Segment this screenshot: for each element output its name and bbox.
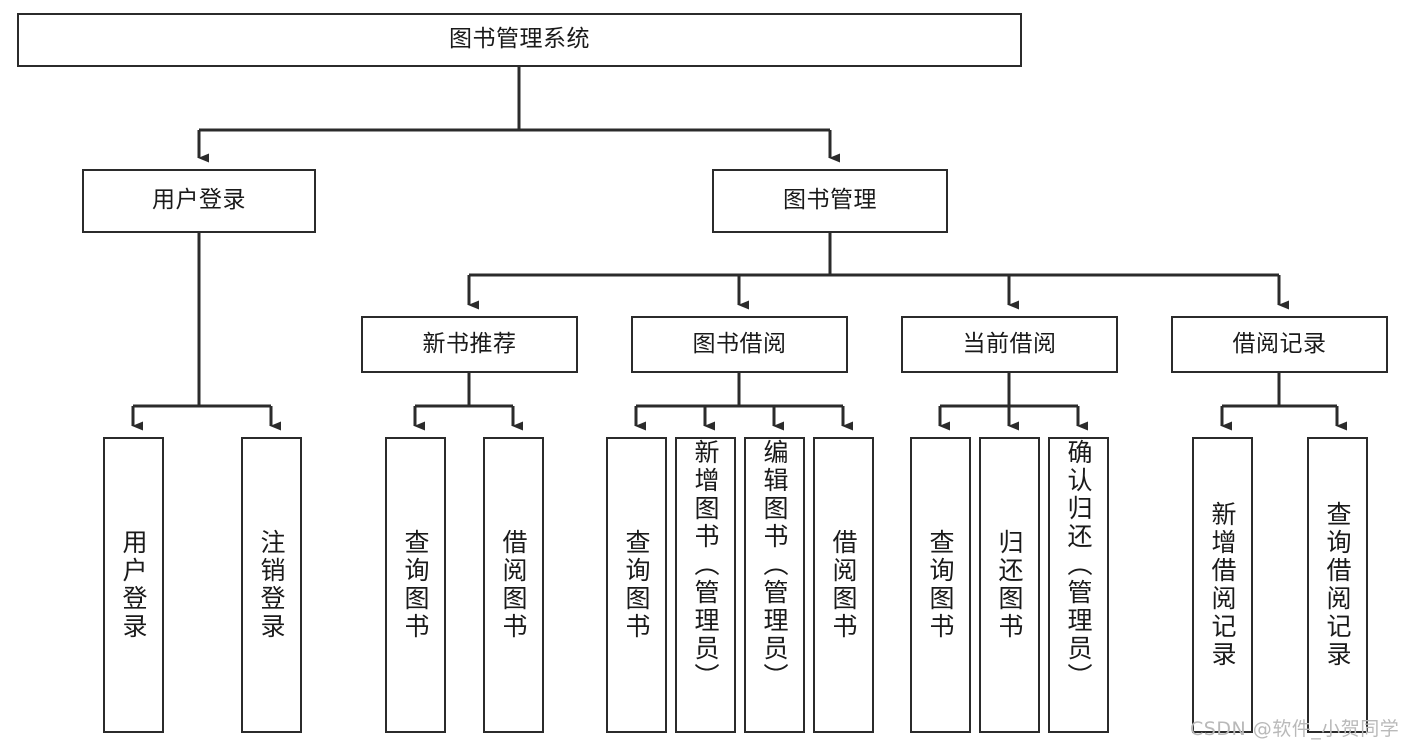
node-book-borrow[interactable]: 图书借阅 — [631, 316, 848, 373]
node-label: 当前借阅 — [962, 330, 1057, 357]
leaf-user-login-login[interactable]: 用户登录 — [103, 437, 164, 733]
node-label: 新增借阅记录 — [1208, 501, 1237, 669]
leaf-book-borrow-borrow-book[interactable]: 借阅图书 — [813, 437, 874, 733]
node-label: 图书管理 — [783, 187, 877, 214]
leaf-current-borrow-confirm-return[interactable]: 确认归还（管理员） — [1048, 437, 1109, 733]
node-label: 新增图书（管理员） — [691, 439, 720, 691]
node-label: 用户登录 — [119, 529, 148, 641]
node-label: 编辑图书（管理员） — [760, 439, 789, 691]
leaf-new-book-query-book[interactable]: 查询图书 — [385, 437, 446, 733]
leaf-book-borrow-add-book[interactable]: 新增图书（管理员） — [675, 437, 736, 733]
node-label: 图书借阅 — [692, 330, 787, 357]
leaf-current-borrow-return-book[interactable]: 归还图书 — [979, 437, 1040, 733]
node-label: 注销登录 — [257, 529, 286, 641]
node-root-book-management-system[interactable]: 图书管理系统 — [17, 13, 1022, 67]
node-label: 借阅图书 — [829, 529, 858, 641]
csdn-watermark: CSDN @软件_小贺同学 — [1190, 718, 1400, 740]
leaf-book-borrow-edit-book[interactable]: 编辑图书（管理员） — [744, 437, 805, 733]
leaf-current-borrow-query-book[interactable]: 查询图书 — [910, 437, 971, 733]
leaf-borrow-record-add-record[interactable]: 新增借阅记录 — [1192, 437, 1253, 733]
node-book-management[interactable]: 图书管理 — [712, 169, 948, 233]
leaf-borrow-record-query-record[interactable]: 查询借阅记录 — [1307, 437, 1368, 733]
node-user-login[interactable]: 用户登录 — [82, 169, 316, 233]
leaf-new-book-borrow-book[interactable]: 借阅图书 — [483, 437, 544, 733]
node-current-borrow[interactable]: 当前借阅 — [901, 316, 1118, 373]
node-label: 归还图书 — [995, 529, 1024, 641]
node-label: 新书推荐 — [422, 330, 517, 357]
leaf-book-borrow-query-book[interactable]: 查询图书 — [606, 437, 667, 733]
node-new-book-recommend[interactable]: 新书推荐 — [361, 316, 578, 373]
leaf-user-login-logout[interactable]: 注销登录 — [241, 437, 302, 733]
node-label: 确认归还（管理员） — [1064, 439, 1093, 691]
node-label: 查询图书 — [622, 529, 651, 641]
node-label: 借阅图书 — [499, 529, 528, 641]
node-label: 查询借阅记录 — [1323, 501, 1352, 669]
node-label: 借阅记录 — [1232, 330, 1327, 357]
node-borrow-record[interactable]: 借阅记录 — [1171, 316, 1388, 373]
node-label: 图书管理系统 — [449, 26, 590, 53]
node-label: 用户登录 — [152, 187, 246, 214]
node-label: 查询图书 — [401, 529, 430, 641]
node-label: 查询图书 — [926, 529, 955, 641]
